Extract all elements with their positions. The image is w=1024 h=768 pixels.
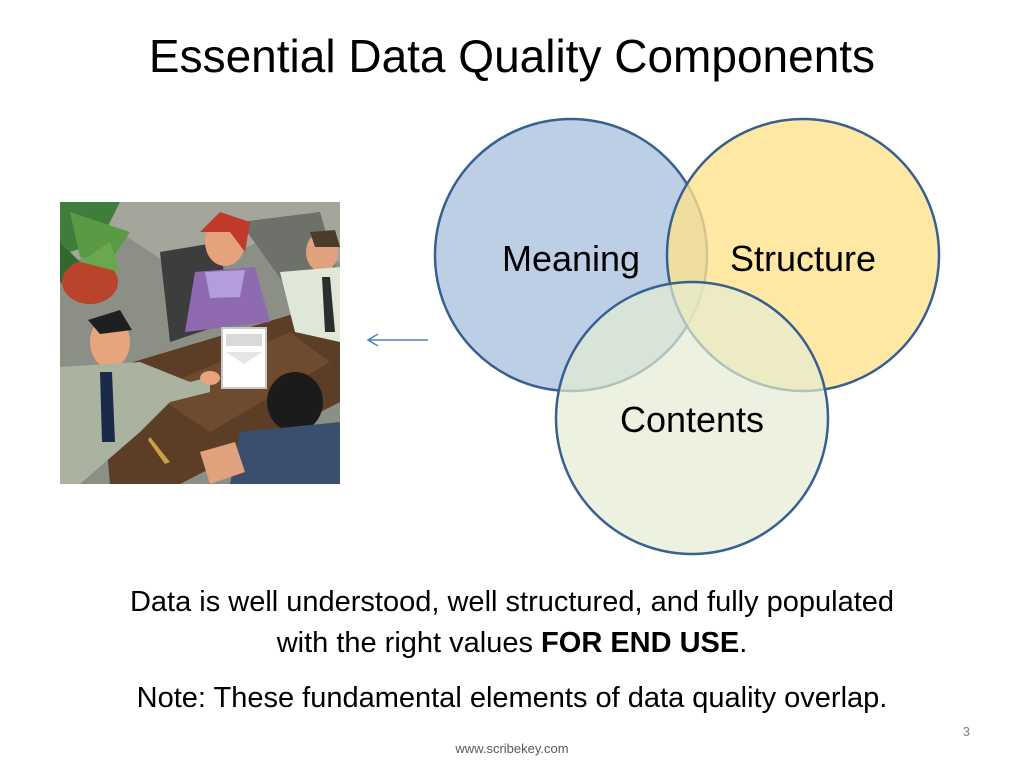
body-line-2-emphasis: FOR END USE	[541, 627, 740, 659]
body-line-2-prefix: with the right values	[276, 627, 542, 659]
business-meeting-clipart-icon	[60, 202, 340, 484]
venn-circle-contents	[554, 280, 830, 556]
venn-label-structure: Structure	[730, 238, 876, 279]
body-text: Data is well understood, well structured…	[40, 582, 984, 664]
page-number: 3	[962, 724, 970, 739]
note-text: Note: These fundamental elements of data…	[136, 682, 888, 714]
body-line-1: Data is well understood, well structured…	[129, 586, 895, 618]
venn-label-contents: Contents	[620, 399, 764, 440]
venn-diagram: Meaning Structure Contents	[433, 117, 941, 556]
left-arrow-icon	[366, 333, 428, 347]
body-line-2-suffix: .	[739, 627, 748, 659]
slide-title: Essential Data Quality Components	[148, 30, 876, 82]
venn-label-meaning: Meaning	[502, 238, 640, 279]
footer-url: www.scribekey.com	[455, 741, 569, 756]
